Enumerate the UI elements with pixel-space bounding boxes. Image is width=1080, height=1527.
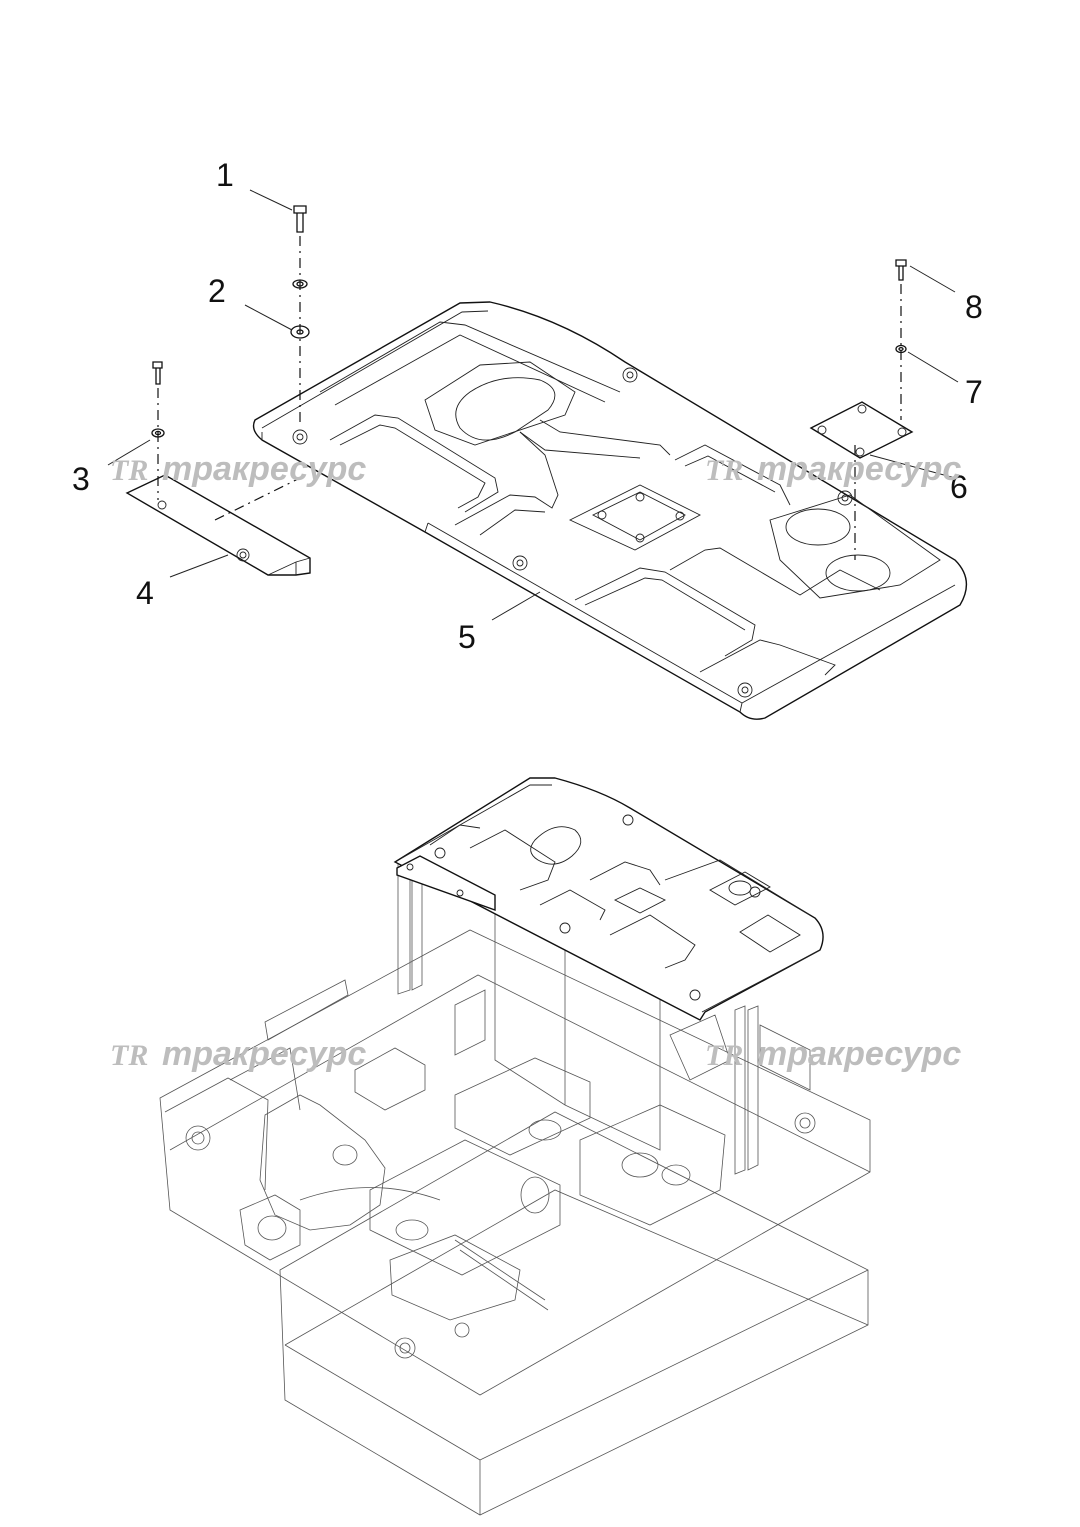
watermark-top-left: TR тракресурс — [110, 450, 366, 488]
svg-text:тракресурс: тракресурс — [757, 1035, 961, 1073]
callout-6: 6 — [950, 469, 968, 505]
callout-1: 1 — [216, 157, 234, 193]
callout-5: 5 — [458, 619, 476, 655]
plate-cover — [568, 484, 701, 551]
bolt-1 — [290, 205, 310, 425]
callout-4: 4 — [136, 575, 154, 611]
watermarks: TR тракресурс TR тракресурс TR тракресур… — [110, 450, 961, 1073]
oval-hatch — [424, 361, 576, 446]
callout-8: 8 — [965, 289, 983, 325]
watermark-top-right: TR тракресурс — [705, 450, 961, 488]
leader-lines — [107, 189, 959, 621]
callout-7: 7 — [965, 374, 983, 410]
svg-text:тракресурс: тракресурс — [162, 1035, 366, 1073]
watermark-bottom-right: TR тракресурс — [705, 1035, 961, 1073]
bolt-3 — [151, 361, 301, 521]
svg-text:тракресурс: тракресурс — [162, 450, 366, 488]
upper-frame — [159, 929, 871, 1516]
exploded-view: 1 2 3 4 5 6 7 8 — [72, 157, 983, 720]
svg-text:TR: TR — [110, 454, 148, 487]
assembled-floor-plate — [393, 777, 824, 1021]
plate-bolts — [292, 367, 853, 698]
cover-plate — [809, 401, 914, 459]
callout-3: 3 — [72, 461, 90, 497]
callout-2: 2 — [208, 273, 226, 309]
watermark-bottom-left: TR тракресурс — [110, 1035, 366, 1073]
assembled-view — [159, 777, 871, 1516]
bracket — [125, 474, 311, 576]
floor-plate — [252, 301, 968, 720]
bolt-8 — [854, 259, 907, 560]
svg-text:TR: TR — [705, 454, 743, 487]
svg-text:TR: TR — [110, 1039, 148, 1072]
circular-openings — [769, 494, 941, 599]
svg-text:TR: TR — [705, 1039, 743, 1072]
svg-text:тракресурс: тракресурс — [757, 450, 961, 488]
